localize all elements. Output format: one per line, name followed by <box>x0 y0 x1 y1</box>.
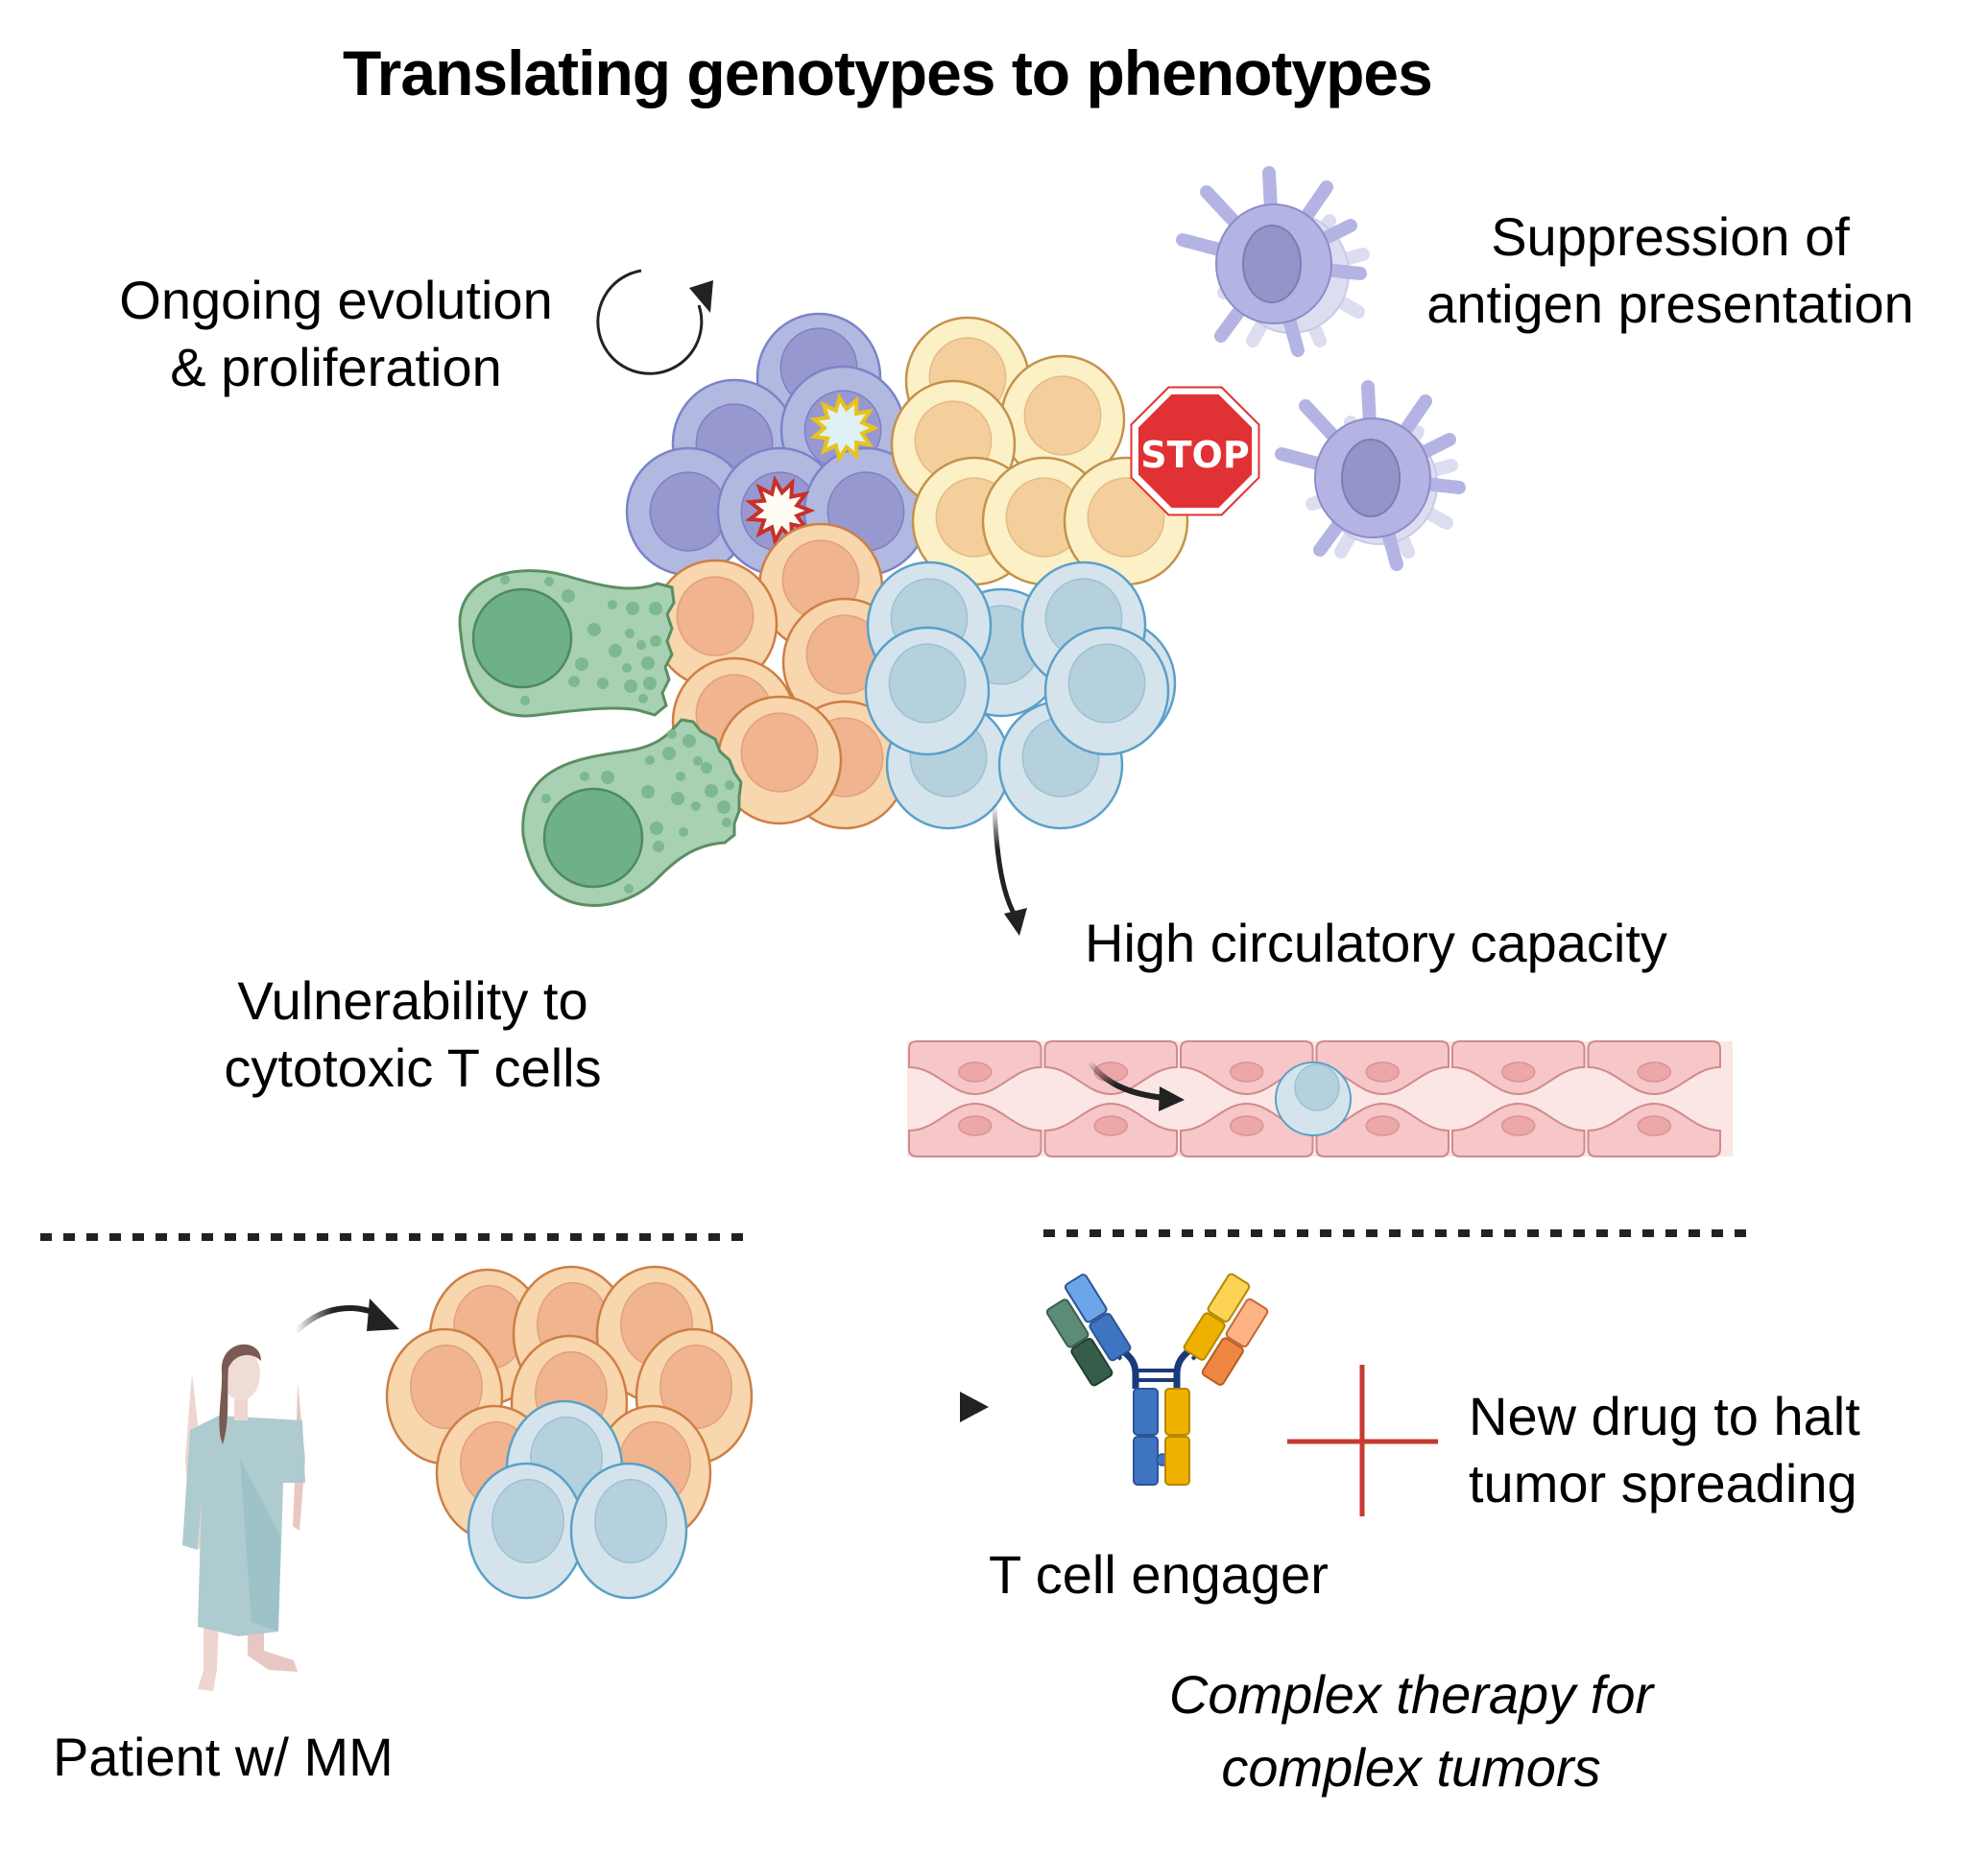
label-vulnerability-line2: cytotoxic T cells <box>224 1037 602 1098</box>
blue-cell-cluster <box>864 560 1177 830</box>
svg-text:STOP: STOP <box>1140 434 1249 476</box>
flow-arrow-icon <box>1087 1060 1165 1101</box>
label-new-drug-line2: tumor spreading <box>1469 1453 1857 1513</box>
therapy-arrow-icon <box>826 1392 989 1422</box>
cell <box>569 1462 688 1600</box>
label-conclusion: Complex therapy for complex tumors <box>1075 1658 1747 1804</box>
tumor-sample-cluster <box>385 1265 754 1600</box>
plus-icon <box>1287 1365 1438 1516</box>
dendritic-cells <box>1176 166 1466 571</box>
label-conclusion-line2: complex tumors <box>1221 1737 1601 1798</box>
dendritic-cell <box>1176 166 1367 357</box>
label-circulatory: High circulatory capacity <box>1085 913 1667 973</box>
cell <box>467 1462 586 1600</box>
label-patient: Patient w/ MM <box>53 1727 394 1787</box>
label-vulnerability-line1: Vulnerability to <box>237 970 588 1031</box>
cytotoxic-t-cell <box>458 569 676 718</box>
cell <box>652 559 778 689</box>
sampling-arrow-icon <box>293 1299 399 1335</box>
label-conclusion-line1: Complex therapy for <box>1168 1664 1654 1725</box>
label-antigen: Suppression of antigen presentation <box>1401 203 1939 338</box>
label-vulnerability: Vulnerability to cytotoxic T cells <box>192 967 634 1102</box>
stop-sign-icon: STOP <box>1130 386 1260 516</box>
label-antigen-line1: Suppression of <box>1491 206 1850 267</box>
dendritic-cell <box>1275 380 1466 571</box>
circulation-arrow-icon <box>992 803 1027 936</box>
label-new-drug-line1: New drug to halt <box>1469 1386 1860 1446</box>
label-antigen-line2: antigen presentation <box>1426 274 1914 334</box>
patient-figure-icon <box>182 1344 305 1691</box>
orange-cell-cluster <box>652 522 908 830</box>
cell <box>864 626 991 756</box>
label-evolution-line2: & proliferation <box>170 337 502 397</box>
label-evolution: Ongoing evolution & proliferation <box>96 267 576 401</box>
label-engager: T cell engager <box>989 1544 1329 1605</box>
label-new-drug: New drug to halt tumor spreading <box>1469 1383 1860 1517</box>
page-title: Translating genotypes to phenotypes <box>343 37 1433 108</box>
label-evolution-line1: Ongoing evolution <box>119 270 553 330</box>
cytotoxic-t-cell <box>521 718 743 907</box>
cell <box>625 446 752 577</box>
cell <box>1043 626 1170 756</box>
blood-vessel-icon <box>907 1040 1733 1157</box>
mutation-burst-yellow-icon <box>809 393 879 464</box>
circular-arrow-icon <box>596 269 713 375</box>
bispecific-antibody-icon <box>1045 1273 1269 1486</box>
cell <box>716 695 843 825</box>
